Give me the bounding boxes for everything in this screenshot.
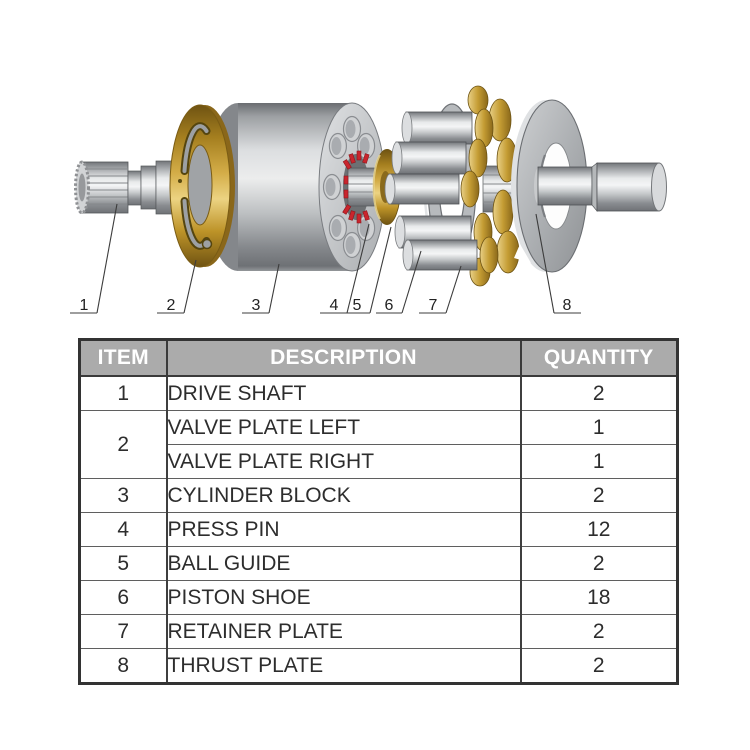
description-cell: PISTON SHOE <box>165 580 522 615</box>
rear-shaft <box>534 162 667 212</box>
exploded-view-diagram: 1 2 3 4 5 6 7 8 <box>70 85 667 314</box>
description-cell: BALL GUIDE <box>165 546 522 581</box>
table-header-row: ITEM DESCRIPTION QUANTITY <box>78 338 679 377</box>
callout-label-4: 4 <box>330 297 339 314</box>
quantity-cell: 18 <box>519 580 679 615</box>
description-cell: DRIVE SHAFT <box>165 375 522 411</box>
description-cell: VALVE PLATE RIGHT <box>165 444 522 479</box>
quantity-cell: 2 <box>519 648 679 684</box>
description-cell: CYLINDER BLOCK <box>165 478 522 513</box>
column-header-description: DESCRIPTION <box>165 338 522 377</box>
piston <box>401 108 494 148</box>
item-cell: 7 <box>78 614 168 649</box>
piston-shoe <box>460 170 480 208</box>
item-cell: 3 <box>78 478 168 513</box>
quantity-cell: 2 <box>519 614 679 649</box>
table-row: 1 DRIVE SHAFT 2 <box>78 375 679 411</box>
quantity-cell: 1 <box>519 444 679 479</box>
description-cell: RETAINER PLATE <box>165 614 522 649</box>
table-row: 8 THRUST PLATE 2 <box>78 648 679 684</box>
table-row: VALVE PLATE RIGHT 1 <box>80 444 679 479</box>
piston <box>391 138 488 178</box>
item-cell: 1 <box>78 375 168 411</box>
table-row: 2 VALVE PLATE LEFT 1 <box>78 410 679 479</box>
item-cell: 6 <box>78 580 168 615</box>
item-cell: 8 <box>78 648 168 684</box>
pistons-with-shoes <box>384 108 499 274</box>
quantity-cell: 12 <box>519 512 679 547</box>
table-row: 7 RETAINER PLATE 2 <box>78 614 679 649</box>
item-cell: 2 <box>78 410 168 479</box>
callout-label-1: 1 <box>80 297 89 314</box>
item-cell: 5 <box>78 546 168 581</box>
quantity-cell: 2 <box>519 478 679 513</box>
parts-table: ITEM DESCRIPTION QUANTITY 1 DRIVE SHAFT … <box>78 338 679 685</box>
callout-leader-lines <box>70 203 581 314</box>
piston-shoe <box>479 236 499 274</box>
quantity-cell: 2 <box>519 375 679 411</box>
piston-shoe <box>468 138 488 178</box>
quantity-cell: 1 <box>519 410 679 445</box>
item-cell: 4 <box>78 512 168 547</box>
callout-labels: 1 2 3 4 5 6 7 8 <box>80 297 572 314</box>
callout-label-7: 7 <box>429 297 438 314</box>
table-row: 4 PRESS PIN 12 <box>78 512 679 547</box>
description-cell: PRESS PIN <box>165 512 522 547</box>
thrust-plate-notch <box>514 244 531 263</box>
piston <box>384 170 480 208</box>
description-cell: THRUST PLATE <box>165 648 522 684</box>
table-row: 6 PISTON SHOE 18 <box>78 580 679 615</box>
callout-label-6: 6 <box>385 297 394 314</box>
piston <box>402 236 499 274</box>
table-row: 5 BALL GUIDE 2 <box>78 546 679 581</box>
column-header-quantity: QUANTITY <box>519 338 679 377</box>
column-header-item: ITEM <box>78 338 168 377</box>
press-pins <box>342 150 370 224</box>
description-cell: VALVE PLATE LEFT <box>165 410 522 445</box>
callout-label-8: 8 <box>563 297 572 314</box>
callout-label-2: 2 <box>167 297 176 314</box>
valve-plate <box>169 104 235 268</box>
callout-label-5: 5 <box>353 297 362 314</box>
callout-label-3: 3 <box>252 297 261 314</box>
table-row: 3 CYLINDER BLOCK 2 <box>78 478 679 513</box>
quantity-cell: 2 <box>519 546 679 581</box>
